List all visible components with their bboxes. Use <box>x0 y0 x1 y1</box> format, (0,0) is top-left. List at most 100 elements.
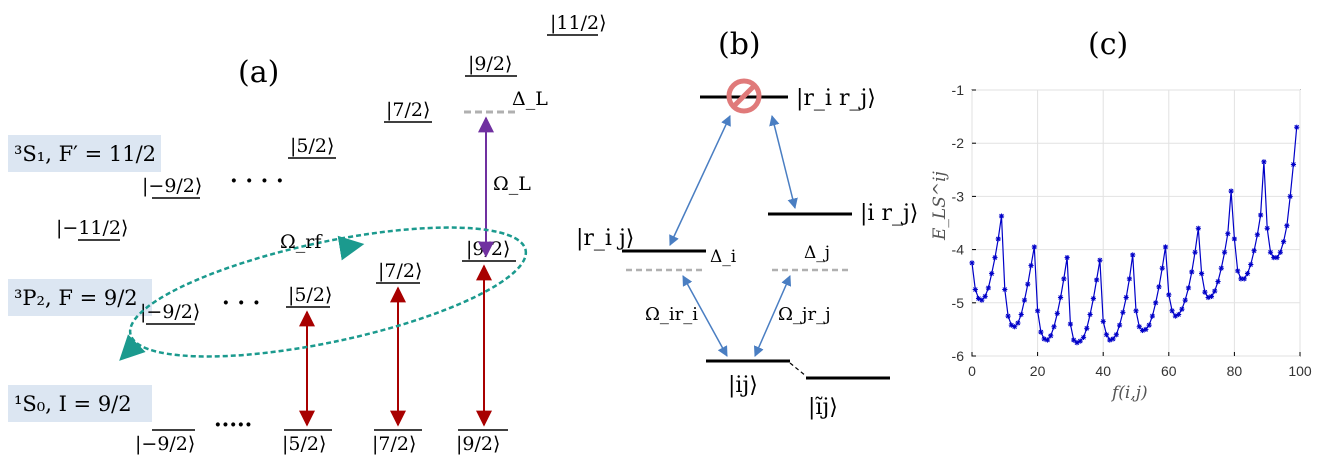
data-point <box>1126 276 1133 282</box>
state-s1-m9: |−9/2⟩ <box>142 175 202 197</box>
x-tick-label: 80 <box>1227 363 1243 379</box>
state-s1-9: |9/2⟩ <box>468 53 512 75</box>
x-tick-label: 0 <box>968 363 976 379</box>
manifold-box-s0 <box>8 385 152 422</box>
plot-grid <box>971 89 1301 357</box>
panel-label-a: (a) <box>238 55 279 90</box>
state-p2-5: |5/2⟩ <box>288 284 332 306</box>
rf-arrow-top <box>337 235 365 261</box>
omega-ir-label: Ω_ir_i <box>645 304 698 325</box>
data-point <box>1113 332 1119 338</box>
data-point <box>969 260 975 266</box>
data-point <box>1202 289 1208 295</box>
state-p2-m9: |−9/2⟩ <box>140 301 200 323</box>
state-s0-5: |5/2⟩ <box>282 433 326 455</box>
ket-ij-tilde: |ĩj⟩ <box>808 395 838 420</box>
data-point <box>1130 252 1136 258</box>
data-point <box>982 293 988 300</box>
ket-irj: |i r_j⟩ <box>860 201 918 226</box>
panel-label-c: (c) <box>1088 27 1128 62</box>
data-point <box>1166 292 1172 298</box>
y-tick-label: -5 <box>952 295 965 311</box>
y-tick-label: -2 <box>952 135 965 151</box>
omega-rf-label: Ω_rf <box>280 231 323 253</box>
dots-s1: · · · · <box>230 168 284 194</box>
data-point <box>1031 244 1037 250</box>
data-point <box>1258 212 1264 218</box>
data-point <box>1231 236 1237 242</box>
omega-L-label: Ω_L <box>493 173 531 195</box>
dots-p2: · · · <box>222 290 260 316</box>
data-point <box>1241 276 1247 282</box>
data-point <box>1028 262 1034 269</box>
data-point <box>1077 338 1083 344</box>
data-point <box>1100 318 1106 325</box>
data-point <box>1149 313 1155 319</box>
data-point <box>1094 277 1100 283</box>
coupling-ij-rij <box>682 275 728 357</box>
data-point <box>1015 320 1021 326</box>
omega-jr-label: Ω_jr_j <box>778 304 831 325</box>
manifold-label-s1: ³S₁, F′ = 11/2 <box>14 142 156 166</box>
data-point <box>1192 249 1198 255</box>
coupling-rij-riRj <box>669 115 731 246</box>
data-point <box>1235 268 1241 274</box>
manifold-label-p2: ³P₂, F = 9/2 <box>14 286 138 310</box>
data-point <box>1264 225 1270 231</box>
dots-s0: ····· <box>214 412 252 438</box>
data-point <box>1038 329 1044 335</box>
data-point <box>1248 261 1254 268</box>
data-point <box>1215 278 1221 285</box>
data-point <box>1218 265 1224 271</box>
data-point <box>1002 286 1008 293</box>
data-point <box>1156 284 1162 290</box>
data-point <box>1281 239 1287 245</box>
ket-rij: |r_i j⟩ <box>576 226 634 251</box>
data-point <box>1123 294 1129 301</box>
data-point <box>1212 288 1218 294</box>
data-point <box>1199 270 1205 277</box>
y-axis-label: E_LS^ij <box>930 170 950 241</box>
data-point <box>1087 311 1093 318</box>
state-p2-7: |7/2⟩ <box>378 260 422 282</box>
data-point <box>1080 334 1087 340</box>
data-point <box>1005 313 1011 319</box>
rf-loop <box>128 226 528 358</box>
data-point <box>1159 265 1165 271</box>
data-point <box>1251 248 1257 254</box>
data-point <box>1228 188 1234 194</box>
manifold-label-s0: ¹S₀, I = 9/2 <box>14 392 132 416</box>
ket-ij: |ij⟩ <box>728 373 758 398</box>
data-point <box>1103 332 1110 338</box>
data-point <box>989 270 995 277</box>
coupling-irj-riRj <box>769 114 798 210</box>
data-point <box>1044 337 1051 343</box>
x-tick-label: 100 <box>1288 363 1312 379</box>
x-tick-label: 60 <box>1161 363 1177 379</box>
series-markers <box>969 124 1300 346</box>
data-point <box>1274 254 1280 261</box>
data-point <box>1018 311 1024 318</box>
data-point <box>1189 269 1195 275</box>
state-s0-7: |7/2⟩ <box>372 433 416 455</box>
data-point <box>998 213 1005 219</box>
data-point <box>1057 294 1064 301</box>
data-point <box>1195 225 1201 231</box>
data-point <box>1143 326 1149 332</box>
data-point <box>1254 232 1260 238</box>
state-p2-9: |9/2⟩ <box>466 238 510 260</box>
data-point <box>1025 281 1031 287</box>
data-point <box>1261 159 1267 165</box>
data-point <box>1061 276 1067 282</box>
data-point <box>1267 249 1274 255</box>
data-point <box>1244 270 1251 277</box>
data-point <box>1182 297 1188 303</box>
state-s1-5: |5/2⟩ <box>290 135 334 157</box>
panel-b: (b) |r_i r_j⟩ |r_i j⟩ Δ_i |i r_j⟩ Δ_j |i… <box>576 27 918 420</box>
data-point <box>1225 231 1231 237</box>
data-point <box>1051 324 1057 330</box>
data-point <box>979 297 985 303</box>
